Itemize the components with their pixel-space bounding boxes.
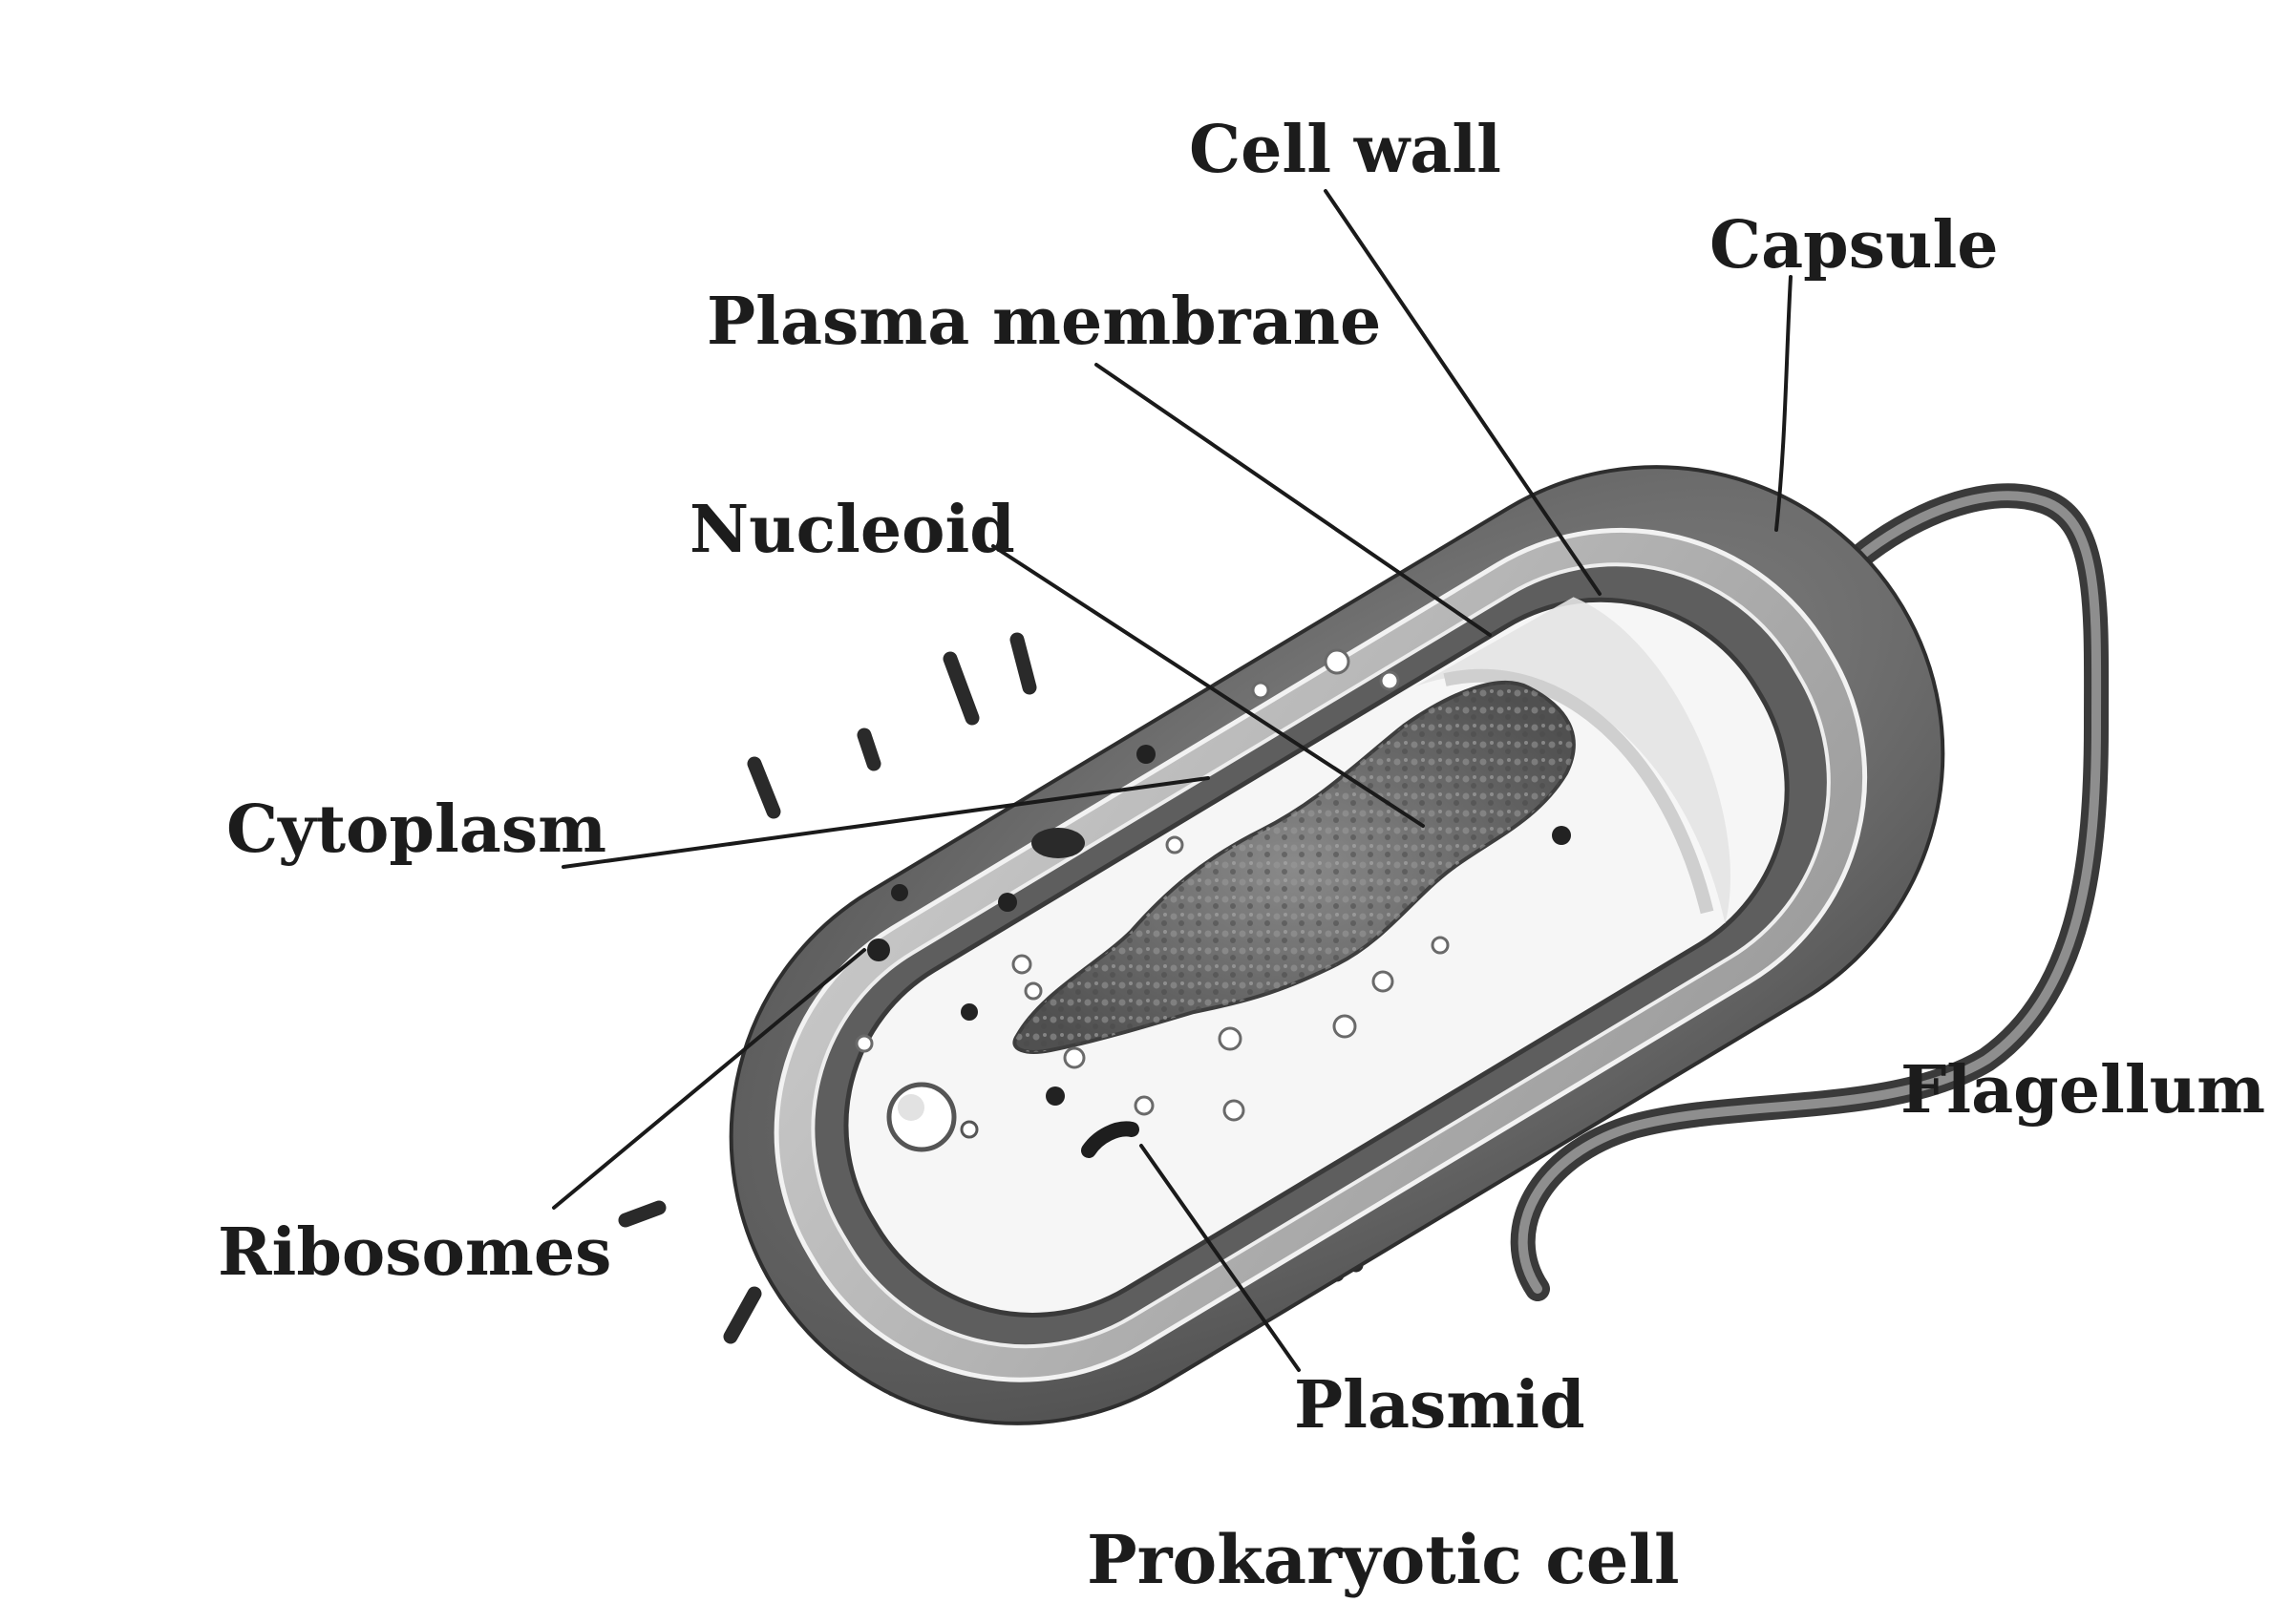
- label-flagellum: Flagellum: [1900, 1052, 2265, 1128]
- leader-cytoplasm: [562, 776, 1210, 869]
- nucleoid-structure: [1012, 680, 1576, 1054]
- inclusion-body: [1031, 828, 1085, 858]
- granules: [855, 648, 1450, 1122]
- leader-plasmid: [1139, 1144, 1301, 1372]
- diagram-caption: Prokaryotic cell: [1087, 1520, 1680, 1599]
- label-capsule: Capsule: [1709, 207, 1999, 284]
- plasmid-structure: [1081, 1121, 1139, 1158]
- storage-vacuole: [886, 1082, 979, 1152]
- leader-cell-wall: [1324, 189, 1602, 596]
- label-plasmid: Plasmid: [1294, 1367, 1585, 1444]
- leader-lines: [552, 189, 1793, 1372]
- ribosomes: [867, 745, 1571, 1106]
- label-plasma-membrane: Plasma membrane: [707, 284, 1381, 360]
- label-cytoplasm: Cytoplasm: [226, 791, 606, 868]
- flagellum-structure: [1510, 483, 2110, 1301]
- leader-capsule: [1774, 275, 1793, 532]
- label-cell-wall: Cell wall: [1189, 112, 1501, 188]
- label-nucleoid: Nucleoid: [690, 492, 1015, 568]
- label-ribosomes: Ribosomes: [218, 1214, 611, 1291]
- leader-ribosomes: [552, 948, 866, 1210]
- leader-nucleoid: [991, 544, 1425, 828]
- leader-plasma-membrane: [1094, 363, 1492, 637]
